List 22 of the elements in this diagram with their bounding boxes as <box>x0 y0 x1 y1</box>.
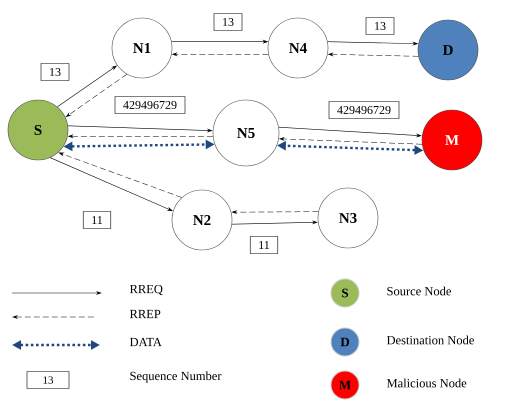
legend-sample-box: 13 <box>26 371 70 389</box>
legend-label: Destination Node <box>386 336 474 344</box>
arrow <box>68 134 214 138</box>
edge-label: 11 <box>82 211 112 229</box>
legend-label: RREP <box>130 310 160 318</box>
edge-label: 13 <box>40 63 70 81</box>
legend-label: DATA <box>130 338 162 346</box>
arrow <box>328 52 419 57</box>
edge-label: 11 <box>250 236 278 254</box>
arrow <box>58 152 182 198</box>
edge-label: 429496729 <box>328 101 400 119</box>
arrow <box>279 137 422 144</box>
arrow <box>172 52 269 56</box>
legend-label: Sequence Number <box>130 371 222 383</box>
legend-label: Source Node <box>387 286 452 296</box>
arrow <box>66 74 128 117</box>
arrow <box>232 210 319 214</box>
edge-label: 429496729 <box>114 96 186 114</box>
legend-label: Malicious Node <box>386 378 466 388</box>
edge-label: 13 <box>366 17 394 35</box>
edge-label: 13 <box>214 13 242 31</box>
legend-label: RREQ <box>130 284 163 296</box>
